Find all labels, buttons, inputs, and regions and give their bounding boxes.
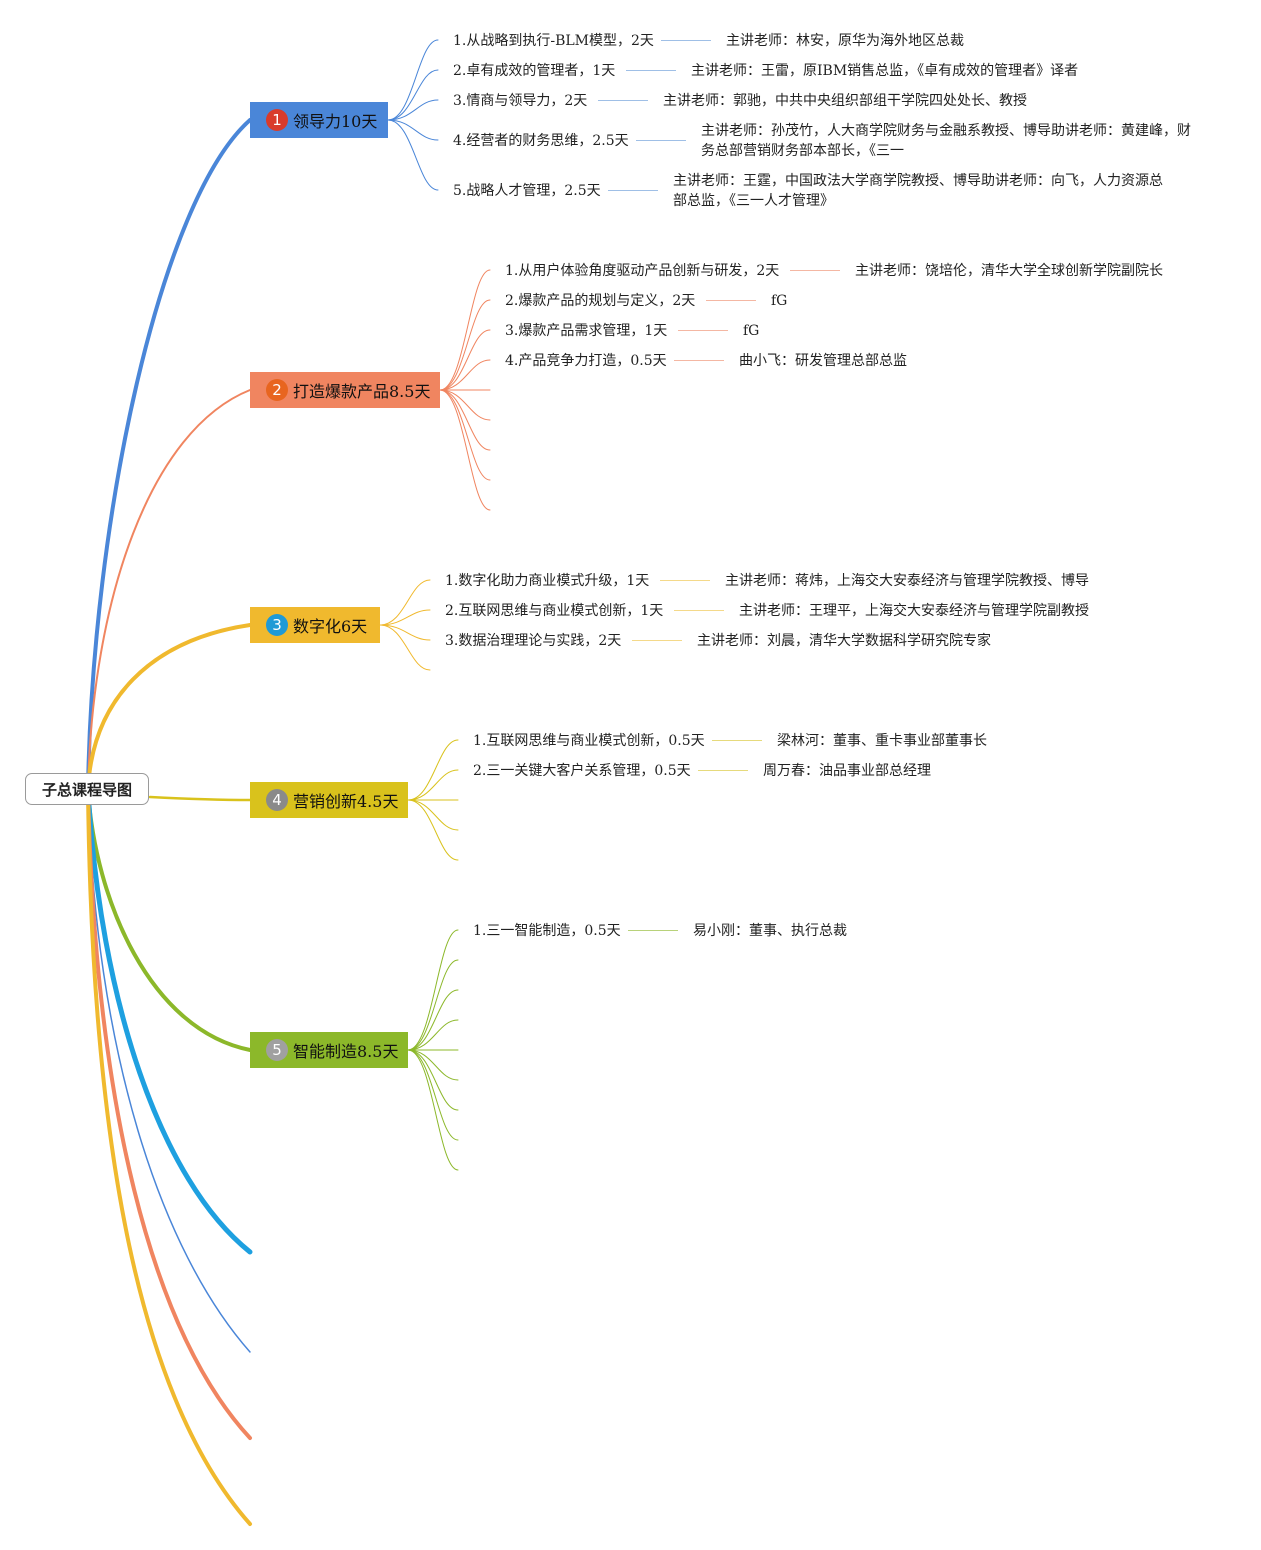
topic-note: 主讲老师：蒋炜，上海交大安泰经济与管理学院教授、博导 [725, 573, 1089, 589]
topic-note: 主讲老师：林安，原华为海外地区总裁 [726, 33, 964, 49]
topic-note-connector [706, 300, 756, 301]
topic-item[interactable]: 3.情商与领导力，2天 [453, 93, 588, 109]
branch-connector [85, 787, 253, 1255]
topic-connector [379, 624, 431, 641]
topic-connector [439, 359, 491, 391]
topic-connector [387, 69, 439, 121]
number-badge-icon: 3 [266, 614, 288, 636]
number-badge-icon: 2 [266, 379, 288, 401]
topic-note: 曲小飞：研发管理总部总监 [739, 353, 907, 369]
topic-note: 易小刚：董事、执行总裁 [693, 923, 847, 939]
topic-note-connector [674, 610, 724, 611]
topic-connector [407, 959, 459, 1051]
topic-note: 主讲老师：孙茂竹，人大商学院财务与金融系教授、博导助讲老师：黄建峰，财务总部营销… [701, 123, 1191, 159]
topic-item[interactable]: 2.爆款产品的规划与定义，2天 [505, 293, 696, 309]
topic-note-connector [608, 190, 658, 191]
topic-item[interactable]: 1.从战略到执行-BLM模型，2天 [453, 33, 654, 49]
topic-note-connector [598, 100, 648, 101]
topic-connector [407, 769, 459, 801]
branch-node-digitalization[interactable]: 3 数字化6天 [250, 607, 380, 643]
branch-connector [86, 118, 252, 792]
topic-note: 主讲老师：王霆，中国政法大学商学院教授、博导助讲老师：向飞，人力资源总部总监，《… [673, 173, 1163, 209]
topic-note: 主讲老师：饶培伦，清华大学全球创新学院副院长 [855, 263, 1163, 279]
topic-item[interactable]: 4.产品竞争力打造，0.5天 [505, 353, 667, 369]
topic-connector [387, 39, 439, 121]
branch-node-marketing[interactable]: 4 营销创新4.5天 [250, 782, 408, 818]
branch-connector [86, 788, 252, 1440]
topic-connector [407, 1019, 459, 1051]
topic-note: 主讲老师：王理平，上海交大安泰经济与管理学院副教授 [739, 603, 1089, 619]
topic-item[interactable]: 2.卓有成效的管理者，1天 [453, 63, 616, 79]
topic-connector [407, 799, 459, 831]
branch-connector [148, 795, 252, 802]
root-node[interactable]: 子总课程导图 [25, 773, 149, 805]
branch-label: 领导力10天 [293, 112, 378, 131]
topic-item[interactable]: 1.数字化助力商业模式升级，1天 [445, 573, 650, 589]
topic-note-connector [636, 140, 686, 141]
branch-label: 打造爆款产品8.5天 [293, 382, 431, 401]
topic-note-connector [661, 40, 711, 41]
branch-connector [86, 788, 252, 1526]
topic-note-connector [790, 270, 840, 271]
branch-node-hit-product[interactable]: 2 打造爆款产品8.5天 [250, 372, 440, 408]
topic-note-connector [632, 640, 682, 641]
topic-note-connector [698, 770, 748, 771]
topic-connector [407, 989, 459, 1051]
branch-node-leadership[interactable]: 1 领导力10天 [250, 102, 388, 138]
topic-note-connector [628, 930, 678, 931]
topic-connector [387, 119, 439, 141]
branch-node-smart-manufacturing[interactable]: 5 智能制造8.5天 [250, 1032, 408, 1068]
topic-connector [439, 389, 491, 451]
topic-connector [387, 99, 439, 121]
branch-connector [86, 788, 252, 1052]
branch-connector [86, 623, 252, 792]
topic-connector [439, 329, 491, 391]
number-badge-icon: 1 [266, 109, 288, 131]
topic-note: 周万春：油品事业部总经理 [763, 763, 931, 779]
topic-connector [407, 1049, 459, 1171]
topic-item[interactable]: 4.经营者的财务思维，2.5天 [453, 133, 629, 149]
topic-connector [407, 929, 459, 1051]
topic-connector [407, 1049, 459, 1081]
branch-connector [87, 389, 251, 791]
topic-note-connector [660, 580, 710, 581]
topic-connector [407, 799, 459, 861]
topic-item[interactable]: 1.从用户体验角度驱动产品创新与研发，2天 [505, 263, 780, 279]
topic-note-connector [678, 330, 728, 331]
topic-connector [407, 739, 459, 801]
number-badge-icon: 4 [266, 789, 288, 811]
topic-item[interactable]: 1.三一智能制造，0.5天 [473, 923, 621, 939]
topic-connector [379, 579, 431, 626]
topic-connector [439, 299, 491, 391]
topic-note-connector [712, 740, 762, 741]
topic-note: fG [743, 323, 760, 339]
topic-note: 梁林河：董事、重卡事业部董事长 [777, 733, 987, 749]
topic-note: 主讲老师：王雷，原IBM销售总监，《卓有成效的管理者》译者 [691, 63, 1079, 79]
branch-label: 数字化6天 [293, 617, 368, 636]
topic-connector [387, 119, 439, 191]
topic-item[interactable]: 5.战略人才管理，2.5天 [453, 183, 601, 199]
topic-connector [439, 389, 491, 421]
branch-label: 营销创新4.5天 [293, 792, 399, 811]
topic-note-connector [626, 70, 676, 71]
topic-item[interactable]: 3.爆款产品需求管理，1天 [505, 323, 668, 339]
topic-connector [379, 624, 431, 671]
topic-note: 主讲老师：郭驰，中共中央组织部组干学院四处处长、教授 [663, 93, 1027, 109]
topic-connector [407, 1049, 459, 1111]
topic-note: fG [771, 293, 788, 309]
branch-label: 智能制造8.5天 [293, 1042, 399, 1061]
topic-item[interactable]: 2.三一关键大客户关系管理，0.5天 [473, 763, 691, 779]
topic-connector [379, 609, 431, 626]
topic-connector [439, 389, 491, 511]
number-badge-icon: 5 [266, 1039, 288, 1061]
topic-item[interactable]: 2.互联网思维与商业模式创新，1天 [445, 603, 664, 619]
topic-note: 主讲老师：刘晨，清华大学数据科学研究院专家 [697, 633, 991, 649]
topic-note-connector [674, 360, 724, 361]
topic-item[interactable]: 1.互联网思维与商业模式创新，0.5天 [473, 733, 705, 749]
topic-item[interactable]: 3.数据治理理论与实践，2天 [445, 633, 622, 649]
topic-connector [439, 269, 491, 391]
